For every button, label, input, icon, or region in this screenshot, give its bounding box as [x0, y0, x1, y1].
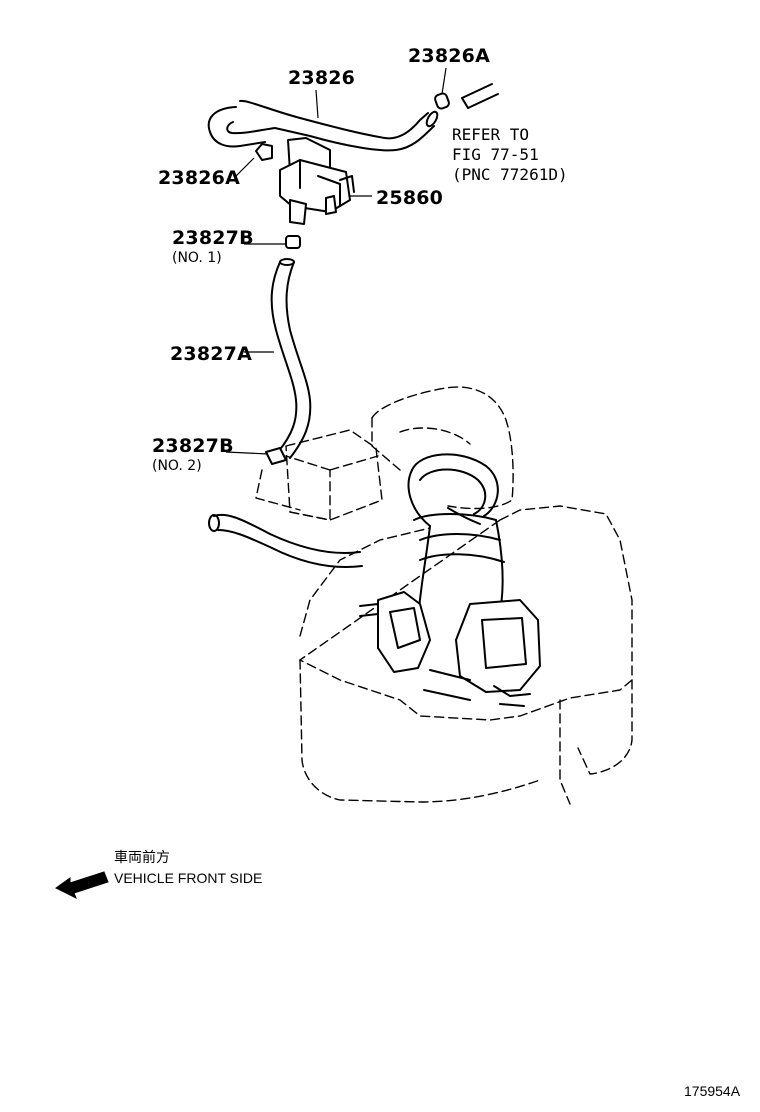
reference-line-3: (PNC 77261D) — [452, 165, 568, 184]
callout-23827b-no2: 23827B — [152, 435, 234, 457]
callout-23826a-left: 23826A — [158, 167, 240, 189]
callout-23826: 23826 — [288, 67, 355, 89]
hose-23827a[interactable] — [270, 258, 312, 459]
reference-line-1: REFER TO — [452, 125, 529, 144]
callout-23826a-right: 23826A — [408, 45, 490, 67]
callout-23827a: 23827A — [170, 343, 252, 365]
direction-japanese: 車両前方 — [114, 849, 170, 865]
callout-23827b-no2-note: (NO. 2) — [152, 458, 202, 474]
hose-23826[interactable] — [207, 99, 440, 152]
figure-id: 175954A — [684, 1083, 741, 1099]
vehicle-front-arrow-icon — [55, 871, 109, 900]
direction-english: VEHICLE FRONT SIDE — [114, 870, 262, 886]
clamp-23827b-no2[interactable] — [265, 447, 287, 465]
callout-23827b-no1-note: (NO. 1) — [172, 250, 222, 266]
callout-25860: 25860 — [376, 187, 443, 209]
leader-lines — [225, 67, 447, 455]
reference-pipe — [461, 83, 499, 109]
callout-23827b-no1: 23827B — [172, 227, 254, 249]
vsv-25860[interactable] — [279, 137, 355, 225]
clamp-23826a-left[interactable] — [255, 143, 273, 161]
reference-line-2: FIG 77-51 — [452, 145, 539, 164]
engine-assembly-phantom — [208, 386, 633, 805]
clamp-23826a-right[interactable] — [434, 92, 450, 110]
clamp-23827b-no1[interactable] — [285, 235, 301, 249]
